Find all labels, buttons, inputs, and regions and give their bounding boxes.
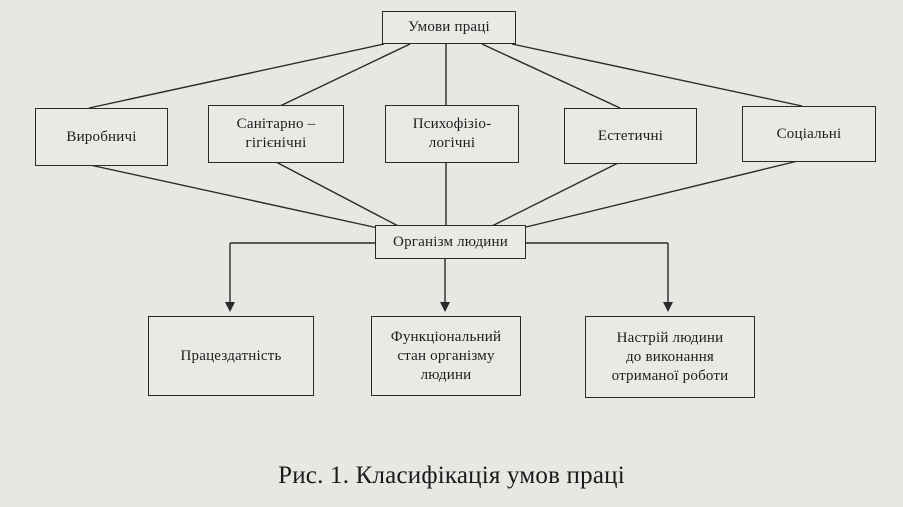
node-label: Настрій людини до виконання отриманої ро…: [611, 329, 729, 384]
connector-factor-1-to-center: [89, 164, 379, 229]
connector-root-to-factor-2: [279, 43, 411, 107]
node-label: Естетичні: [597, 127, 664, 144]
node-label: Санітарно – гігієнічні: [236, 116, 316, 151]
node-outcome-mood: Настрій людини до виконання отриманої ро…: [585, 316, 755, 398]
node-working-conditions: Умови праці: [382, 11, 516, 44]
connector-root-to-factor-5: [511, 43, 803, 107]
node-outcome-work-capacity: Працездатність: [148, 316, 314, 396]
connector-root-to-factor-1: [88, 43, 385, 109]
connector-root-to-factor-4: [481, 43, 621, 109]
node-factor-aesthetic: Естетичні: [564, 108, 697, 164]
connector-factor-4-to-center: [487, 161, 621, 229]
node-factor-production: Виробничі: [35, 108, 168, 166]
node-human-organism: Організм людини: [375, 225, 526, 259]
node-factor-sanitary-hygienic: Санітарно – гігієнічні: [208, 105, 344, 163]
node-label: Функціональний стан організму людини: [390, 328, 502, 383]
node-label: Виробничі: [66, 128, 137, 145]
node-factor-social: Соціальні: [742, 106, 876, 162]
connector-factor-5-to-center: [521, 159, 803, 229]
connector-factor-2-to-center: [275, 161, 403, 229]
node-factor-psychophysiological: Психофізіо- логічні: [385, 105, 519, 163]
node-label: Умови праці: [408, 19, 490, 35]
node-label: Психофізіо- логічні: [412, 116, 492, 151]
node-label: Соціальні: [776, 125, 842, 142]
node-label: Працездатність: [180, 347, 282, 364]
node-outcome-functional-state: Функціональний стан організму людини: [371, 316, 521, 396]
figure-caption: Рис. 1. Класифікація умов праці: [278, 462, 625, 489]
node-label: Організм людини: [393, 233, 508, 250]
